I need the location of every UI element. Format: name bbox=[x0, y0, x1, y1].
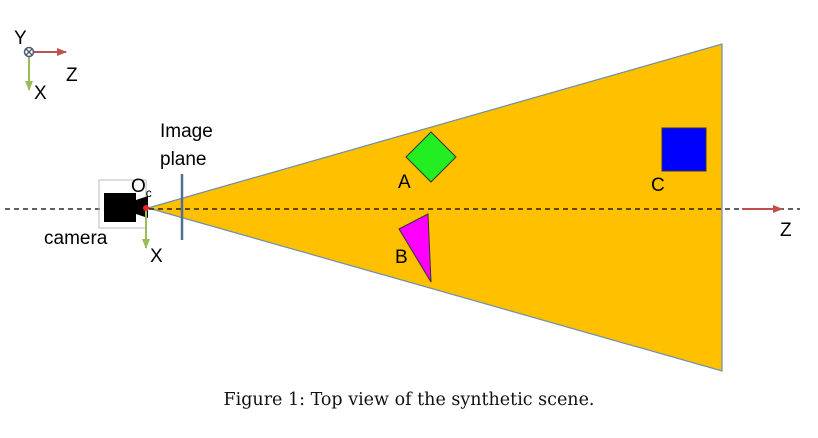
y-axis-into-page-icon bbox=[23, 46, 35, 58]
camera-x-label: X bbox=[150, 246, 163, 267]
figure-caption: Figure 1: Top view of the synthetic scen… bbox=[223, 390, 595, 410]
top-left-axes: Y Z X bbox=[14, 28, 78, 104]
origin-main-label: O bbox=[131, 176, 146, 197]
object-b-triangle bbox=[398, 213, 432, 283]
top-left-y-label: Y bbox=[14, 28, 27, 49]
optical-z-label: Z bbox=[780, 220, 792, 241]
view-frustum bbox=[145, 43, 723, 372]
image-plane-label-line1: Image bbox=[160, 121, 213, 142]
top-left-z-label: Z bbox=[66, 65, 78, 86]
object-c-square bbox=[661, 127, 707, 172]
camera-origin-label: Oc bbox=[131, 176, 152, 200]
camera-label: camera bbox=[44, 228, 108, 249]
object-a-label: A bbox=[398, 172, 411, 193]
camera-icon bbox=[98, 179, 148, 229]
top-left-x-label: X bbox=[34, 83, 47, 104]
object-a-diamond bbox=[405, 131, 457, 183]
object-c-label: C bbox=[651, 175, 665, 196]
image-plane-label-line2: plane bbox=[160, 149, 207, 170]
object-b-label: B bbox=[395, 247, 408, 268]
origin-sub-label: c bbox=[146, 186, 152, 200]
camera-origin-point bbox=[143, 205, 149, 211]
